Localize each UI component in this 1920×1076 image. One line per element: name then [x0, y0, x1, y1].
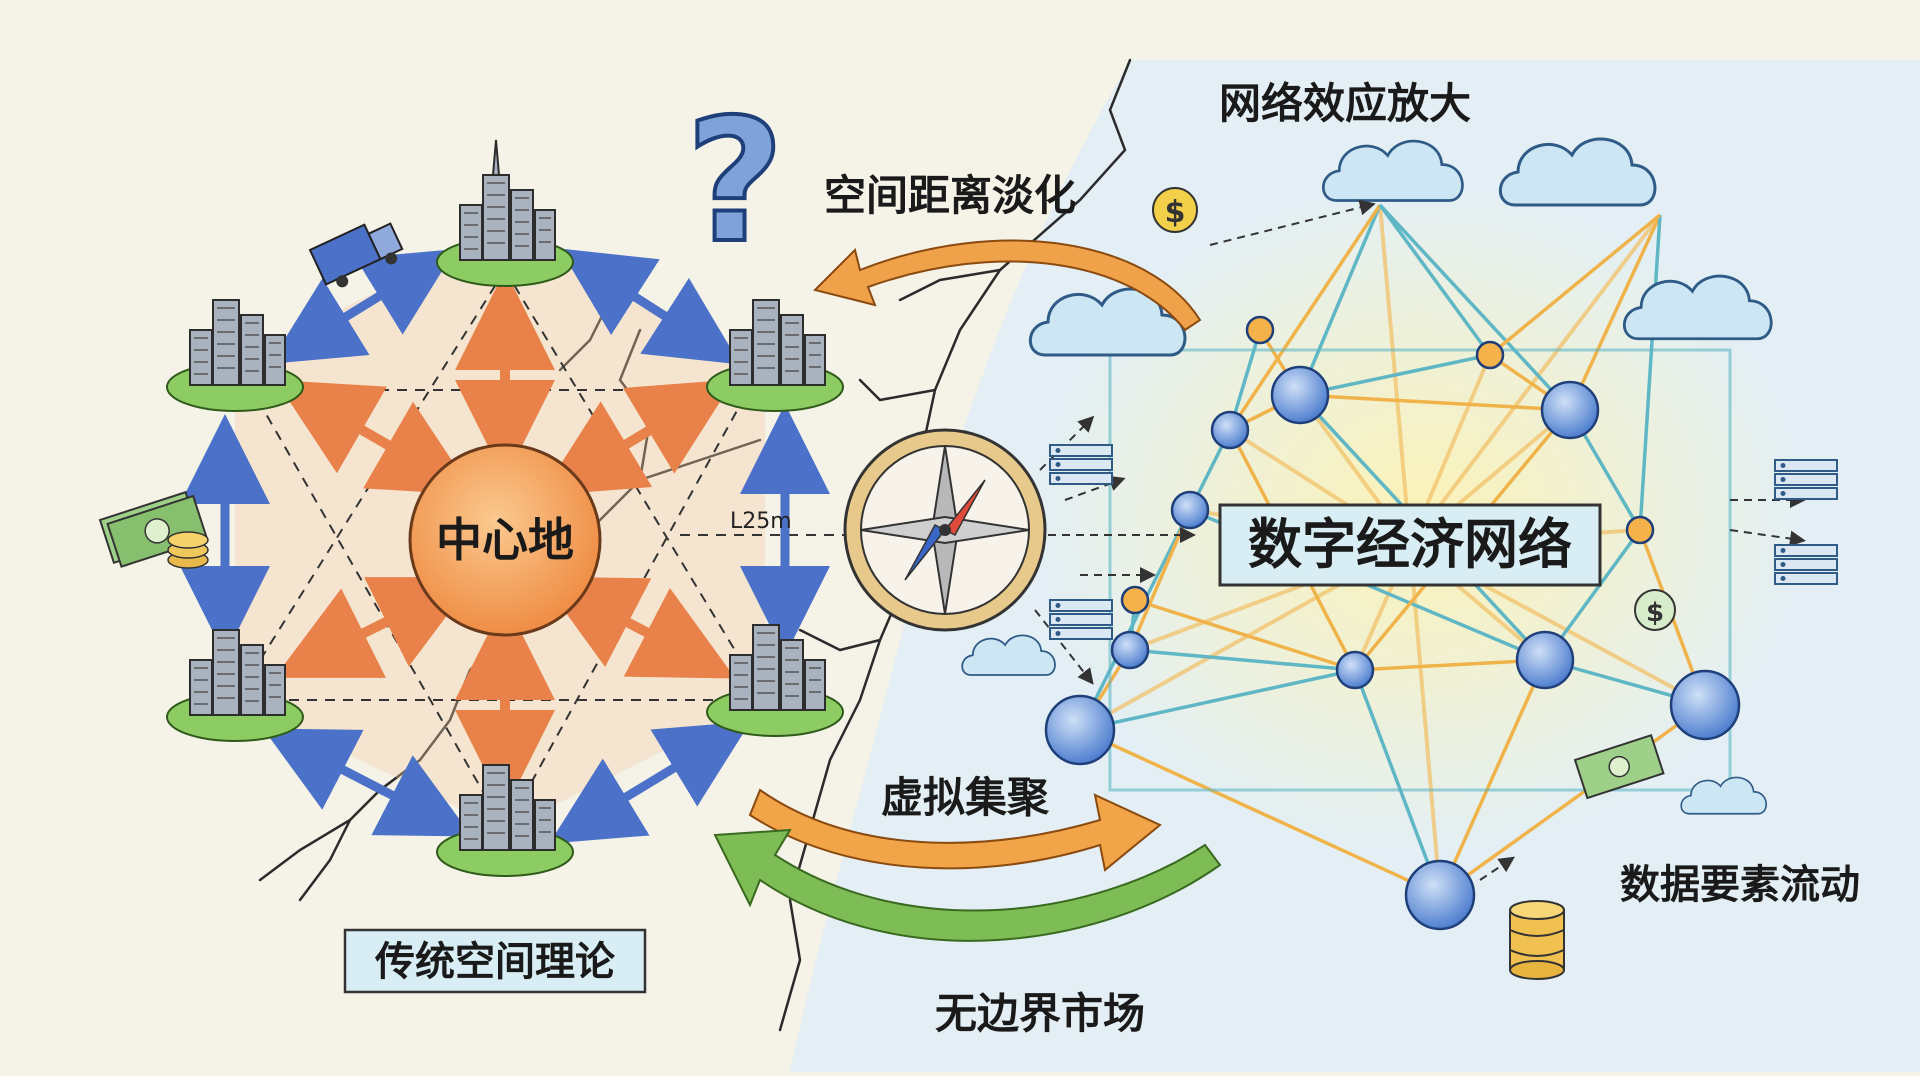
city-icon — [166, 629, 304, 742]
blue-perimeter-arrows — [180, 248, 830, 844]
compass-icon — [843, 428, 1047, 632]
orange-radial-arrows — [274, 270, 736, 810]
dollar-symbol-top: $ — [1165, 195, 1186, 230]
network-edge — [1129, 648, 1356, 672]
network-edge — [1378, 203, 1492, 357]
city-icon — [706, 624, 844, 737]
cloud-icon — [1680, 776, 1767, 815]
server-icon — [1049, 444, 1113, 485]
borderless-market-label: 无边界市场 — [935, 989, 1145, 1038]
dollar-icon: $ $ — [1152, 187, 1676, 631]
borderless-market-arrow — [713, 828, 1222, 942]
cloud-icon — [1623, 274, 1773, 341]
server-icon — [1049, 599, 1113, 640]
network-edge — [1354, 658, 1546, 672]
network-node — [1120, 585, 1150, 615]
network-node — [1404, 859, 1476, 931]
cash-icon — [98, 490, 209, 568]
network-edge — [1568, 214, 1662, 411]
center-place-label: 中心地 — [436, 513, 574, 567]
network-node — [1540, 380, 1600, 440]
city-icons — [166, 139, 844, 877]
city-icon — [166, 299, 304, 412]
server-icon — [1774, 459, 1838, 500]
network-edge — [1438, 703, 1707, 897]
network-node — [1335, 650, 1375, 690]
city-icon — [436, 139, 574, 287]
cloud-icon — [1498, 137, 1657, 207]
network-edge — [1299, 353, 1491, 397]
network-node — [1110, 630, 1150, 670]
network-node — [1475, 340, 1505, 370]
network-node — [1625, 515, 1655, 545]
server-icon — [1774, 544, 1838, 585]
network-edge — [1079, 728, 1441, 897]
network-frame — [1108, 348, 1732, 792]
cloud-icons — [961, 137, 1773, 815]
network-node — [1044, 694, 1116, 766]
network-edge — [1438, 659, 1547, 896]
city-icon — [436, 764, 574, 877]
network-node — [1245, 315, 1275, 345]
digital-network-label: 数字经济网络 — [1248, 513, 1572, 576]
traditional-theory-box: 传统空间理论 — [343, 928, 647, 994]
cash-icon-right — [1573, 734, 1665, 800]
distance-tag: L25m — [730, 509, 792, 534]
dollar-symbol-right: $ — [1646, 598, 1664, 628]
network-node — [1669, 669, 1741, 741]
network-ray — [1408, 213, 1662, 547]
city-icon — [706, 299, 844, 412]
network-edge — [1134, 598, 1356, 672]
network-edge — [1353, 669, 1442, 896]
coins-icon — [167, 531, 209, 569]
network-node — [1270, 365, 1330, 425]
network-edge — [1638, 214, 1662, 531]
cloud-icon — [961, 634, 1056, 676]
network-effect-label: 网络效应放大 — [1219, 79, 1471, 128]
truck-icon — [308, 222, 404, 288]
distance-fades-arrow — [813, 239, 1202, 332]
distance-fades-label: 空间距离淡化 — [824, 171, 1076, 220]
question-icon: ? — [686, 83, 785, 281]
network-edge — [1378, 203, 1572, 412]
cloud-icon — [1322, 139, 1464, 202]
database-icon — [1509, 900, 1565, 980]
network-edge — [1079, 668, 1356, 732]
network-node — [1170, 490, 1210, 530]
network-node — [1515, 630, 1575, 690]
digital-network-box: 数字经济网络 — [1218, 503, 1602, 587]
center-place-hub: 中心地 — [408, 443, 602, 637]
network-edge — [1488, 213, 1662, 357]
data-flow-label: 数据要素流动 — [1620, 862, 1860, 908]
server-icons — [1049, 444, 1838, 640]
network-edge — [1228, 204, 1382, 431]
network-node — [1210, 410, 1250, 450]
network-edge — [1299, 393, 1571, 412]
virtual-agglomeration-arrow — [748, 788, 1162, 872]
network-nodes — [1044, 315, 1741, 931]
network-edge — [1078, 509, 1192, 731]
virtual-agglomeration-label: 虚拟集聚 — [881, 773, 1050, 822]
traditional-theory-label: 传统空间理论 — [374, 939, 616, 985]
network-edge — [1298, 204, 1382, 396]
